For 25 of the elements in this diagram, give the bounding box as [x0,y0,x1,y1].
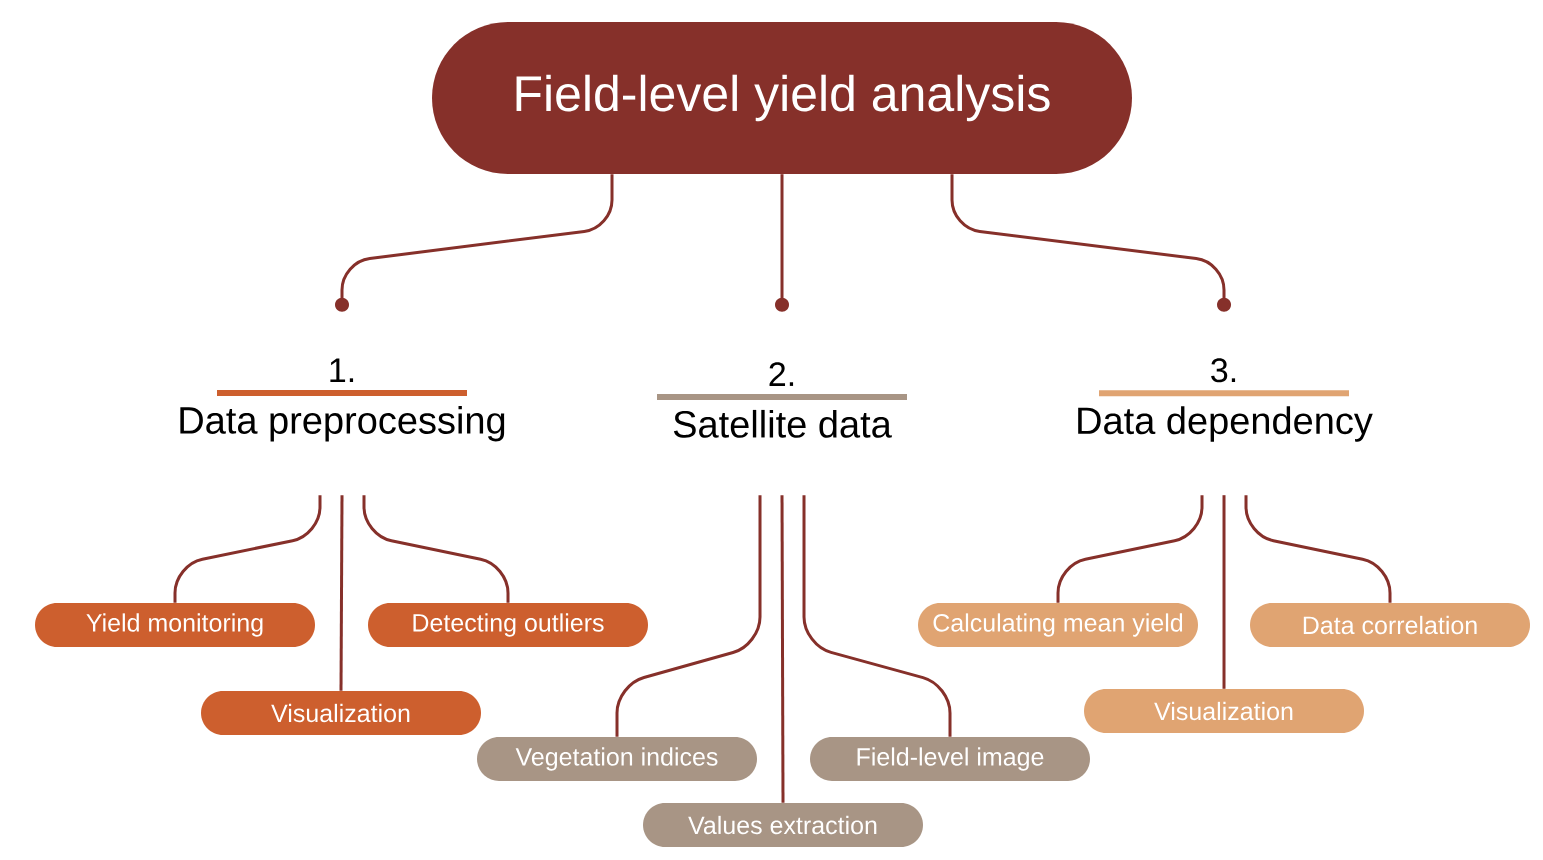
connector-line [780,495,785,803]
connector-line [775,174,789,312]
topic-pill: Field-level yield analysis [432,22,1132,174]
category-heading: 1. Data preprocessing [180,358,505,442]
task-pill: Vegetation indices [477,737,757,781]
task-pill: Visualization [201,691,481,735]
task-pill: Calculating mean yield [918,603,1198,647]
task-pill: Yield monitoring [35,603,315,647]
connector-line [1056,495,1204,603]
task-pill: Values extraction [643,803,923,847]
connector-line [362,495,510,603]
connector-line [950,174,1231,312]
task-pill: Visualization [1084,689,1364,733]
task-pill: Field-level image [810,737,1090,781]
category-heading: 2. Satellite data [657,362,907,438]
task-pill: Data correlation [1250,603,1530,647]
connector-line [173,495,322,603]
connector-line [339,495,344,691]
connector-line [1222,495,1226,689]
connector-line [335,174,614,312]
connector-line [802,495,952,737]
category-heading: 3. Data dependency [1078,358,1373,442]
connector-line [1244,495,1392,603]
connector-line [615,495,762,737]
task-pill: Detecting outliers [368,603,648,647]
